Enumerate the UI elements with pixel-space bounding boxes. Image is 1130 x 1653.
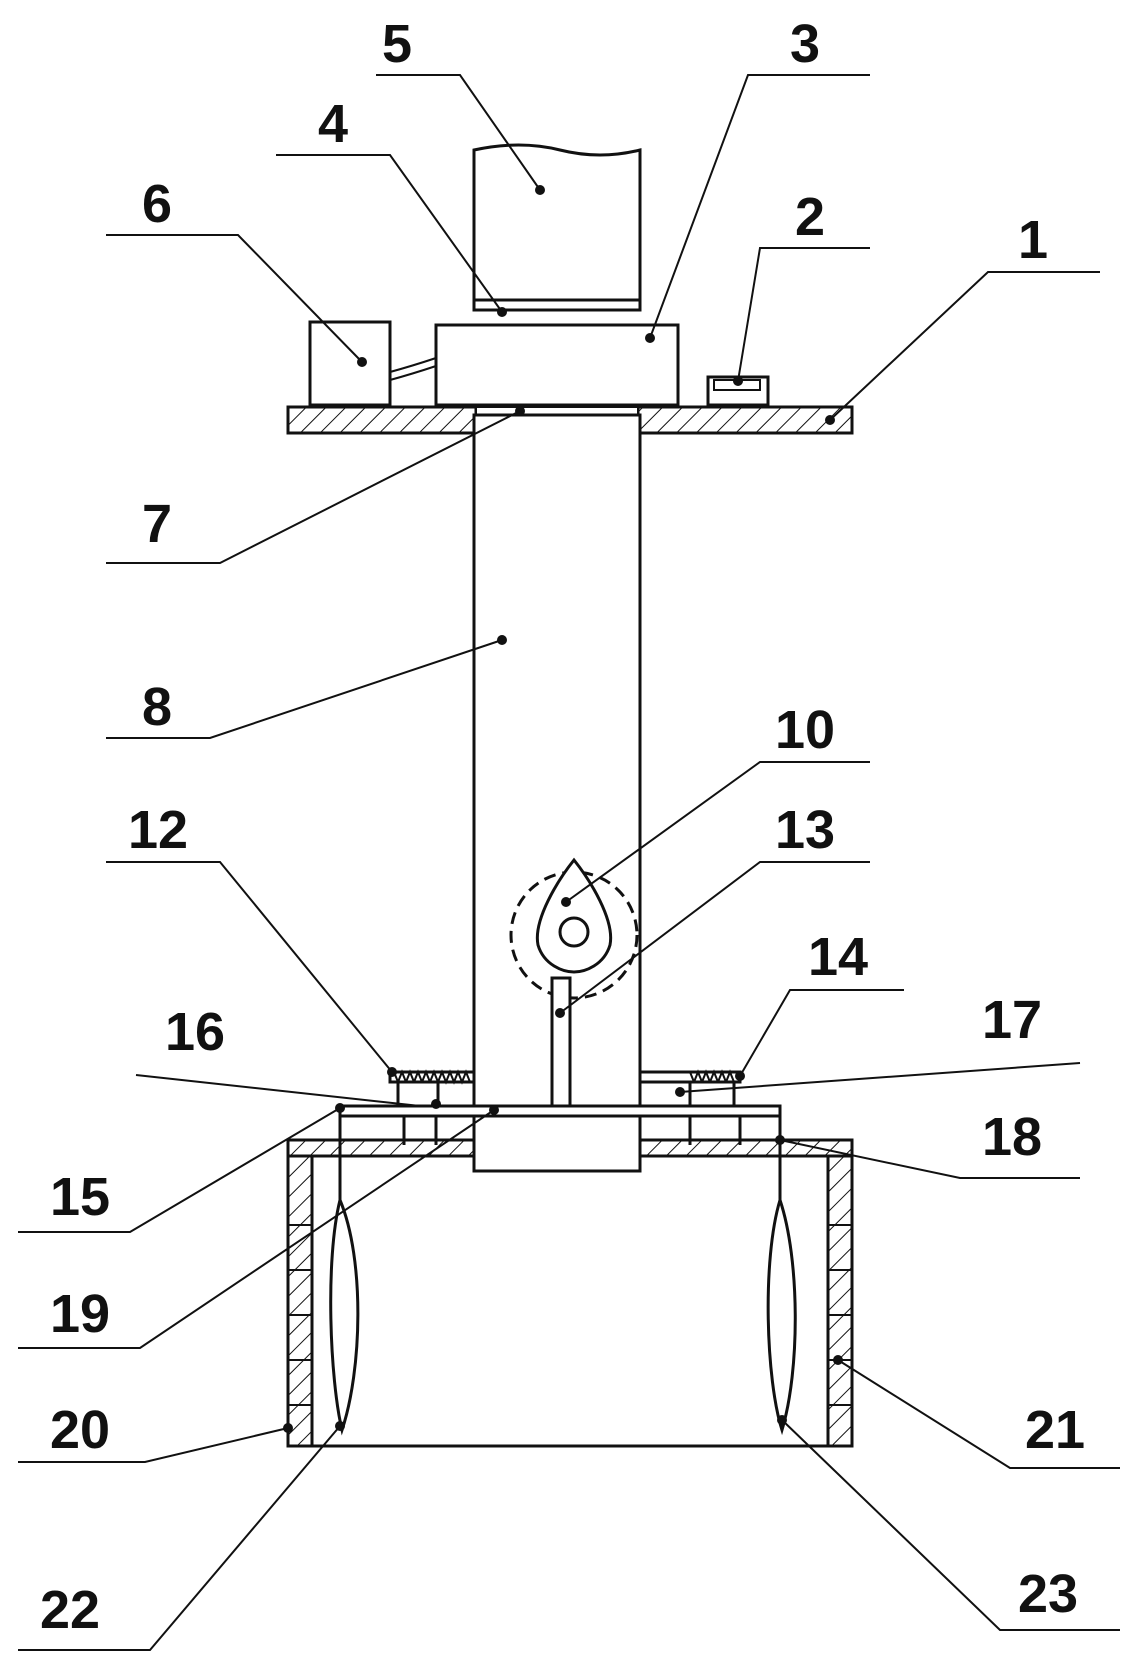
box-6 xyxy=(308,320,392,407)
spring-12 xyxy=(388,1069,476,1114)
label-20: 20 xyxy=(50,1400,110,1460)
label-5: 5 xyxy=(382,14,412,74)
label-18: 18 xyxy=(982,1107,1042,1167)
label-8: 8 xyxy=(142,677,172,737)
label-7: 7 xyxy=(142,494,172,554)
label-22: 22 xyxy=(40,1580,100,1640)
label-15: 15 xyxy=(50,1167,110,1227)
label-21: 21 xyxy=(1025,1400,1085,1460)
column-base xyxy=(472,1114,642,1173)
lower-housing xyxy=(286,1138,854,1448)
label-6: 6 xyxy=(142,174,172,234)
label-14: 14 xyxy=(808,927,868,987)
block-3 xyxy=(434,323,680,407)
paddle-22 xyxy=(329,1195,360,1436)
label-19: 19 xyxy=(50,1284,110,1344)
label-4: 4 xyxy=(318,94,348,154)
label-23: 23 xyxy=(1018,1564,1078,1624)
label-13: 13 xyxy=(775,800,835,860)
label-12: 12 xyxy=(128,800,188,860)
rod-13 xyxy=(550,976,572,1115)
upper-column xyxy=(472,143,642,312)
label-1: 1 xyxy=(1018,210,1048,270)
leader-lines xyxy=(18,74,1120,1651)
label-10: 10 xyxy=(775,700,835,760)
cam-10 xyxy=(509,857,639,1000)
label-16: 16 xyxy=(165,1002,225,1062)
label-17: 17 xyxy=(982,990,1042,1050)
part-labels: 5 3 4 6 2 1 7 8 10 12 13 14 16 17 15 18 … xyxy=(40,14,1085,1640)
label-2: 2 xyxy=(795,187,825,247)
label-3: 3 xyxy=(790,14,820,74)
leader-dots xyxy=(283,185,843,1433)
paddle-23 xyxy=(766,1195,797,1436)
